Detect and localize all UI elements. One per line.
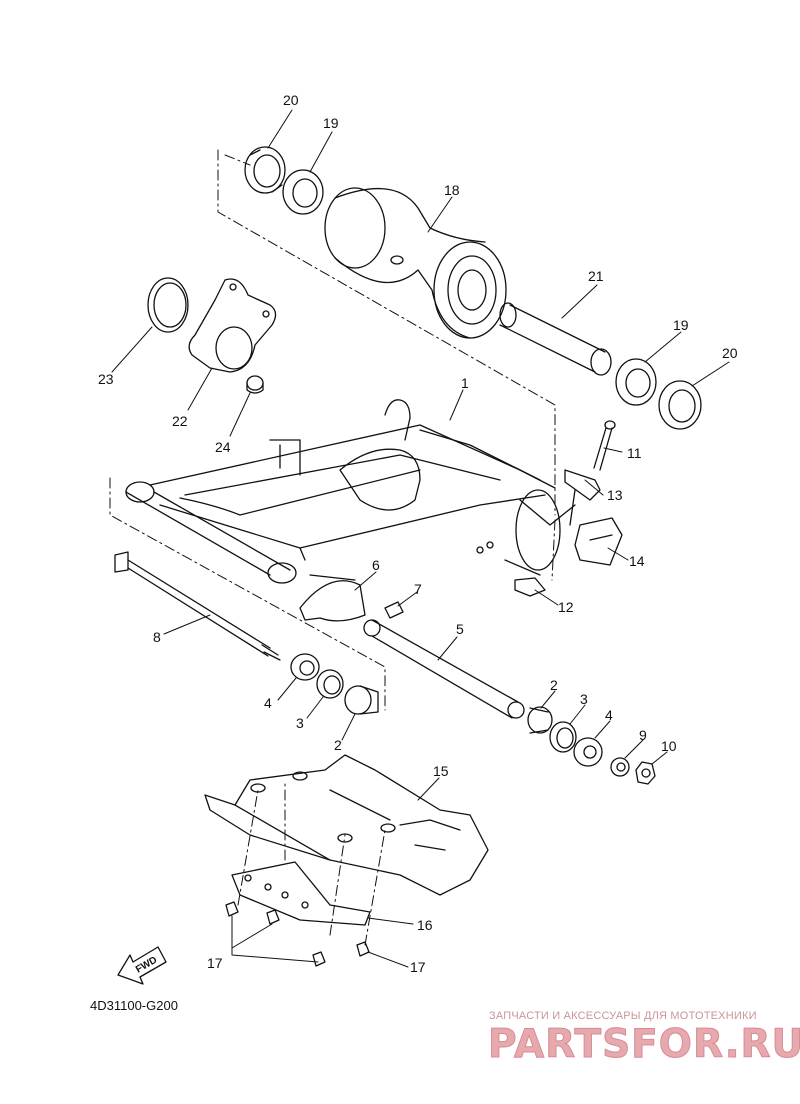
leader-lines bbox=[111, 109, 730, 968]
callout-17-left: 17 bbox=[207, 955, 223, 971]
drawing-code: 4D31100-G200 bbox=[90, 998, 178, 1013]
callout-12: 12 bbox=[558, 599, 574, 615]
callout-19-right: 19 bbox=[673, 317, 689, 333]
fwd-badge-text: FWD bbox=[134, 955, 159, 976]
callout-8: 8 bbox=[153, 629, 161, 645]
part-2-bearing-right bbox=[527, 706, 553, 734]
callout-10: 10 bbox=[661, 738, 677, 754]
callout-13: 13 bbox=[607, 487, 623, 503]
callout-4-left: 4 bbox=[264, 695, 272, 711]
part-3-seal-left bbox=[316, 669, 344, 699]
callout-16: 16 bbox=[417, 917, 433, 933]
callout-1: 1 bbox=[461, 375, 469, 391]
callout-3-left: 3 bbox=[296, 715, 304, 731]
callout-3-right: 3 bbox=[580, 691, 588, 707]
callout-15: 15 bbox=[433, 763, 449, 779]
part-15-guard bbox=[204, 754, 489, 896]
part-7-screw bbox=[384, 601, 404, 619]
part-20-oil-seal-right bbox=[658, 380, 702, 430]
part-1-rear-arm bbox=[125, 399, 576, 584]
callout-21: 21 bbox=[588, 268, 604, 284]
callout-7: 7 bbox=[414, 581, 422, 597]
callout-18: 18 bbox=[444, 182, 460, 198]
callout-2-right: 2 bbox=[550, 677, 558, 693]
assembly-guide-lines bbox=[109, 149, 556, 946]
part-4-washer-left bbox=[290, 653, 320, 681]
callout-5: 5 bbox=[456, 621, 464, 637]
part-21-collar-tube bbox=[499, 302, 612, 376]
callout-6: 6 bbox=[372, 557, 380, 573]
part-10-nut bbox=[635, 761, 656, 785]
part-19-bearing-top bbox=[282, 169, 324, 215]
fwd-arrow-icon bbox=[117, 946, 167, 985]
callout-labels: 20 19 18 21 19 20 23 22 24 1 11 13 14 12… bbox=[98, 92, 738, 976]
watermark-caption: ЗАПЧАСТИ И АКСЕССУАРЫ ДЛЯ МОТОТЕХНИКИ bbox=[489, 1010, 757, 1022]
callout-20-right: 20 bbox=[722, 345, 738, 361]
part-5-collar bbox=[363, 619, 525, 719]
part-9-washer bbox=[610, 757, 630, 777]
part-22-bracket-plate bbox=[188, 278, 277, 373]
part-24-bush bbox=[246, 375, 264, 394]
callout-22: 22 bbox=[172, 413, 188, 429]
part-13-plate bbox=[564, 469, 601, 526]
callout-9: 9 bbox=[639, 727, 647, 743]
part-6-cover bbox=[299, 574, 366, 622]
callout-17-right: 17 bbox=[410, 959, 426, 975]
callout-24: 24 bbox=[215, 439, 231, 455]
callout-23: 23 bbox=[98, 371, 114, 387]
part-2-bearing-left bbox=[344, 685, 379, 715]
part-20-oil-seal-top bbox=[244, 146, 286, 194]
callout-4-right: 4 bbox=[605, 707, 613, 723]
watermark-brand-logo: PARTSFOR.RU bbox=[487, 1022, 800, 1068]
part-3-seal-right bbox=[549, 721, 577, 753]
part-16-plate bbox=[231, 861, 371, 926]
part-11-bolt bbox=[593, 420, 616, 471]
part-4-washer-right bbox=[573, 737, 603, 767]
part-18-collar bbox=[324, 187, 507, 339]
part-12-clip bbox=[514, 577, 546, 597]
part-8-pivot-shaft bbox=[114, 551, 281, 661]
callout-11: 11 bbox=[627, 445, 642, 461]
part-23-circlip bbox=[147, 277, 189, 333]
callout-20-top: 20 bbox=[283, 92, 299, 108]
part-19-bearing-right bbox=[615, 358, 657, 406]
callout-14: 14 bbox=[629, 553, 645, 569]
part-14-block bbox=[574, 517, 623, 566]
callout-2-left: 2 bbox=[334, 737, 342, 753]
callout-19-top: 19 bbox=[323, 115, 339, 131]
